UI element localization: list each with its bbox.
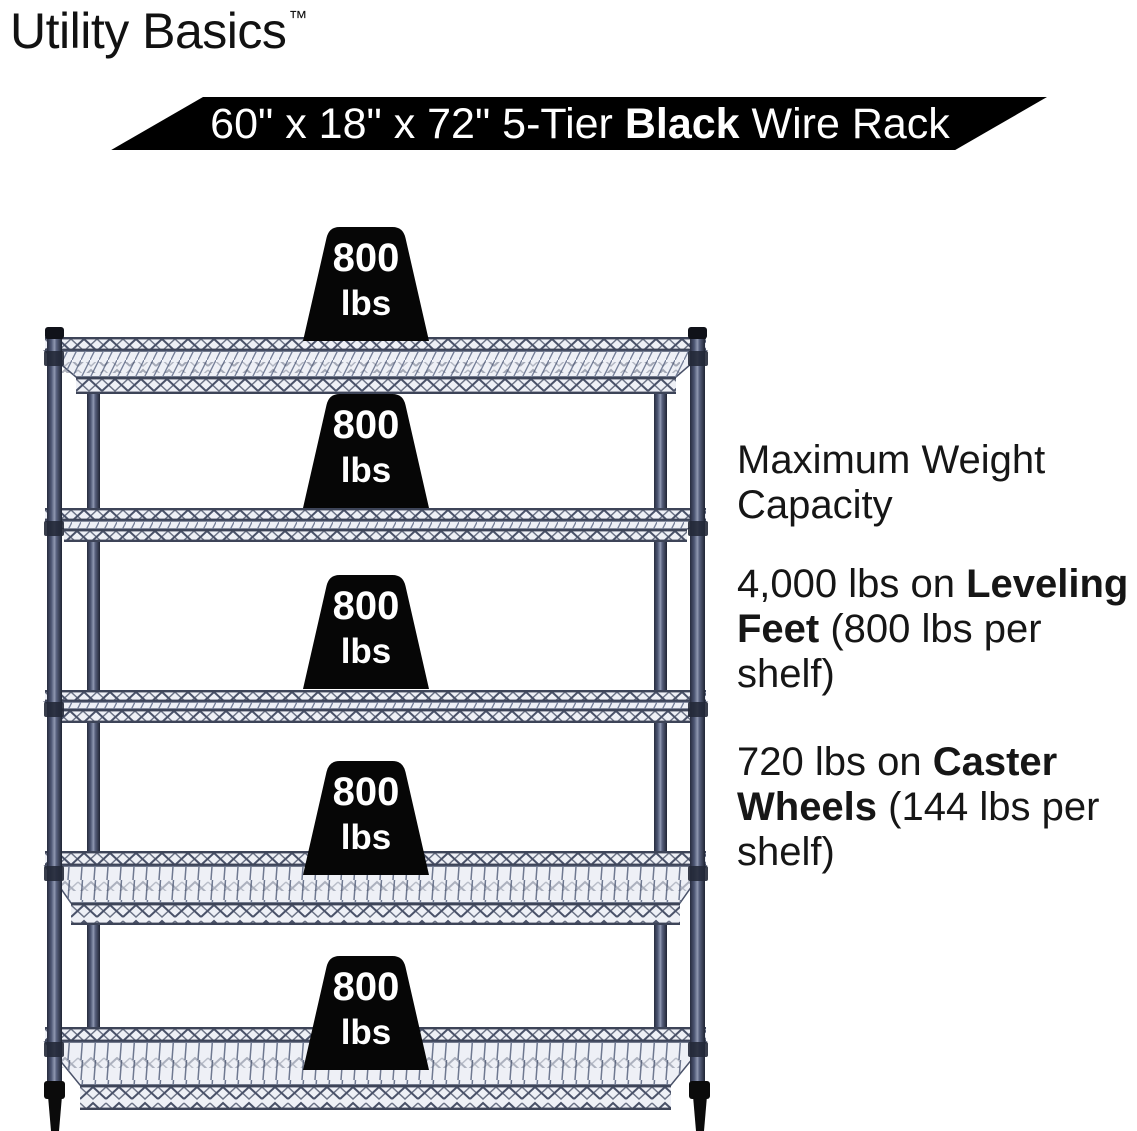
weight-badge-tier-2: 800 lbs — [301, 392, 431, 508]
max-weight-heading: Maximum Weight Capacity — [737, 438, 1137, 528]
leveling-foot-right — [689, 1081, 710, 1099]
weight-unit: lbs — [340, 818, 392, 857]
weight-value: 800 — [332, 236, 400, 280]
leveling-feet — [44, 1081, 710, 1131]
weight-unit: lbs — [340, 451, 392, 490]
brand-name: Utility Basics — [10, 3, 287, 59]
weight-value: 800 — [332, 584, 400, 628]
shelf-tier-2 — [44, 508, 707, 542]
weight-unit: lbs — [340, 1013, 392, 1052]
trademark-symbol: ™ — [288, 8, 307, 29]
weight-value: 800 — [332, 770, 400, 814]
weight-shape — [303, 394, 429, 508]
info-panel: Maximum Weight Capacity 4,000 lbs on Lev… — [737, 438, 1137, 875]
weight-shape — [303, 761, 429, 875]
post-cap-left — [45, 327, 64, 339]
weight-badge-tier-4: 800 lbs — [301, 759, 431, 875]
front-posts — [44, 327, 708, 1085]
shelf-tier-4 — [43, 851, 708, 925]
weight-unit: lbs — [340, 632, 392, 671]
post-cap-right — [688, 327, 707, 339]
weight-badge-tier-3: 800 lbs — [301, 573, 431, 689]
heading-line-1: Maximum Weight — [737, 438, 1046, 482]
caster-wheels-capacity: 720 lbs on Caster Wheels (144 lbs per sh… — [737, 740, 1100, 874]
leveling-feet-capacity: 4,000 lbs on Leveling Feet (800 lbs per … — [737, 562, 1129, 696]
heading-line-2: Capacity — [737, 483, 893, 527]
weight-shape — [303, 956, 429, 1070]
shelf-tier-1 — [42, 337, 709, 394]
weight-value: 800 — [332, 965, 400, 1009]
leveling-foot-left — [44, 1081, 65, 1099]
weight-badge-tier-1: 800 lbs — [301, 225, 431, 341]
weight-value: 800 — [332, 403, 400, 447]
shelf-tier-3 — [42, 690, 709, 723]
weight-unit: lbs — [340, 284, 392, 323]
weight-badge-tier-5: 800 lbs — [301, 954, 431, 1070]
product-title-text: 60" x 18" x 72" 5-Tier Black Wire Rack — [210, 100, 950, 148]
weight-shape — [303, 227, 429, 341]
weight-shape — [303, 575, 429, 689]
